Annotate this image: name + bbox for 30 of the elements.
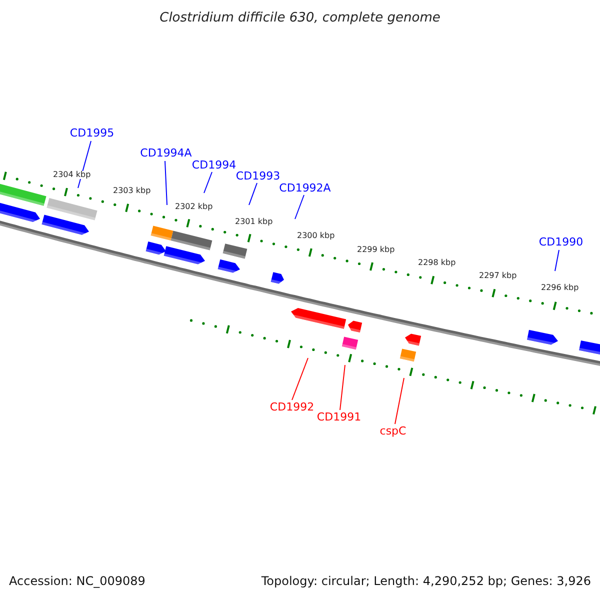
leader-line — [292, 358, 308, 400]
leader-line — [394, 378, 404, 424]
gene-label: CD1991 — [316, 412, 362, 422]
footer-note: Accession: NC_009089 — [9, 575, 146, 587]
diagram-title: Clostridium difficile 630, complete genome — [160, 12, 440, 24]
gene-label: CD1994 — [192, 160, 236, 170]
leader-line — [204, 172, 212, 194]
gene-label: CD1993 — [236, 170, 280, 182]
leader-line — [164, 160, 168, 206]
gene-label: CD1992A — [279, 182, 331, 194]
footer-note: Topology: circular; Length: 4,290,252 bp; Genes: 3,926 — [261, 575, 591, 587]
scale-label: 2302 kbp — [175, 203, 213, 211]
scale-label: 2297 kbp — [479, 272, 517, 280]
leader-line — [554, 250, 560, 272]
gene-label: CD1994A — [140, 148, 192, 158]
leader-line — [78, 140, 92, 188]
scale-label: 2296 kbp — [541, 284, 579, 292]
scale-label: 2301 kbp — [235, 218, 273, 226]
scale-label: 2303 kbp — [113, 187, 151, 195]
gene-label: CD1990 — [538, 236, 584, 248]
scale-label: 2299 kbp — [357, 246, 395, 254]
scale-label: 2298 kbp — [418, 259, 456, 267]
leader-line — [340, 364, 346, 410]
gene-label: CD1992 — [270, 402, 314, 412]
gene-label: cspC — [380, 426, 406, 436]
scale-label: 2300 kbp — [297, 232, 335, 240]
scale-label: 2304 kbp — [53, 171, 91, 179]
leader-line — [294, 194, 304, 220]
leader-line — [248, 182, 258, 206]
gene-label: CD1995 — [70, 128, 114, 138]
